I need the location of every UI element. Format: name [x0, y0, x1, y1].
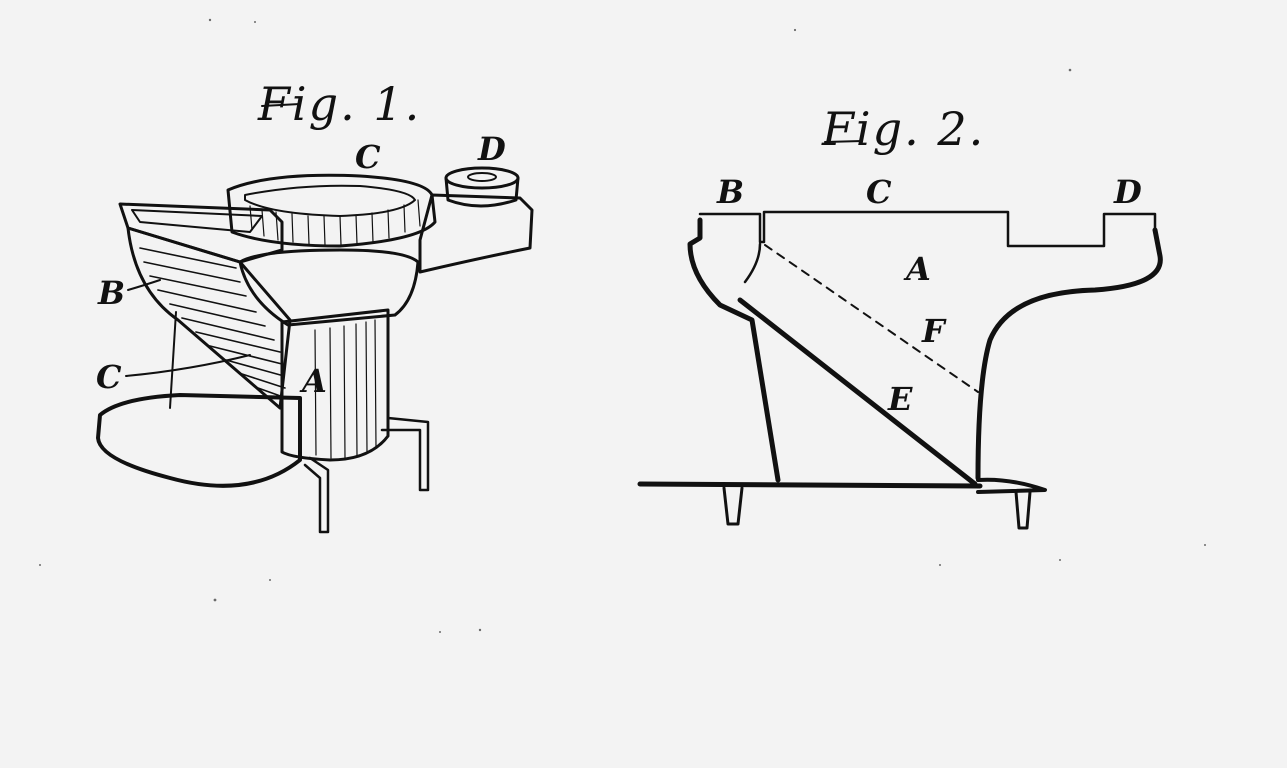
fig1-hopper-box-rim: [131, 209, 263, 233]
fig2-top-profile: [698, 210, 1157, 248]
fig1-leader-c: [125, 354, 251, 377]
fig2-right-body: [975, 227, 1163, 481]
fig2-label-a: A: [903, 250, 931, 288]
fig1-seat-bowl-rim: [226, 173, 437, 248]
fig1-label-c-side: C: [96, 358, 122, 396]
figure-1-title-underline: [261, 103, 301, 107]
fig2-label-d: D: [1113, 173, 1142, 211]
fig1-leg-left: [303, 456, 330, 534]
fig1-cylinder-d: [444, 166, 520, 208]
fig1-base-plate: [96, 393, 302, 488]
fig2-label-c: C: [866, 173, 892, 211]
fig2-dashed-partition: [764, 244, 979, 393]
figure-2: Fig. 2. B C D A F E: [637, 102, 1163, 530]
fig2-base-foot: [976, 477, 1047, 494]
fig2-peg-left: [722, 486, 744, 526]
fig2-peg-right: [1014, 490, 1032, 530]
fig1-bowl-body: [238, 248, 420, 327]
fig1-seat-bowl-ribs: [249, 199, 421, 246]
figure-2-title-underline: [824, 140, 863, 143]
fig1-label-b: B: [97, 274, 125, 312]
figure-2-title: Fig. 2.: [821, 102, 985, 156]
fig1-leg-right: [380, 416, 430, 492]
fig1-shaft-ribs: [314, 319, 377, 459]
fig1-platform: [418, 193, 534, 274]
fig2-label-f: F: [921, 312, 947, 350]
paper-specks: [39, 18, 1206, 633]
fig1-vertical-shaft: [280, 308, 390, 462]
fig1-label-a: A: [299, 362, 327, 400]
fig2-outer-body: [687, 217, 781, 483]
fig1-support-strut: [169, 311, 177, 409]
fig1-label-c-top: C: [355, 138, 381, 176]
figure-1: Fig. 1.: [96, 77, 534, 534]
fig2-label-b: B: [716, 173, 744, 211]
fig1-label-d: D: [477, 130, 506, 168]
fig2-inclined-plate: [737, 297, 978, 487]
fig1-leader-b: [127, 279, 161, 291]
fig2-chute-inner: [743, 242, 762, 284]
fig2-floor-line: [637, 481, 983, 489]
fig1-seat-bowl-inner: [244, 184, 416, 217]
fig2-label-e: E: [887, 380, 913, 418]
